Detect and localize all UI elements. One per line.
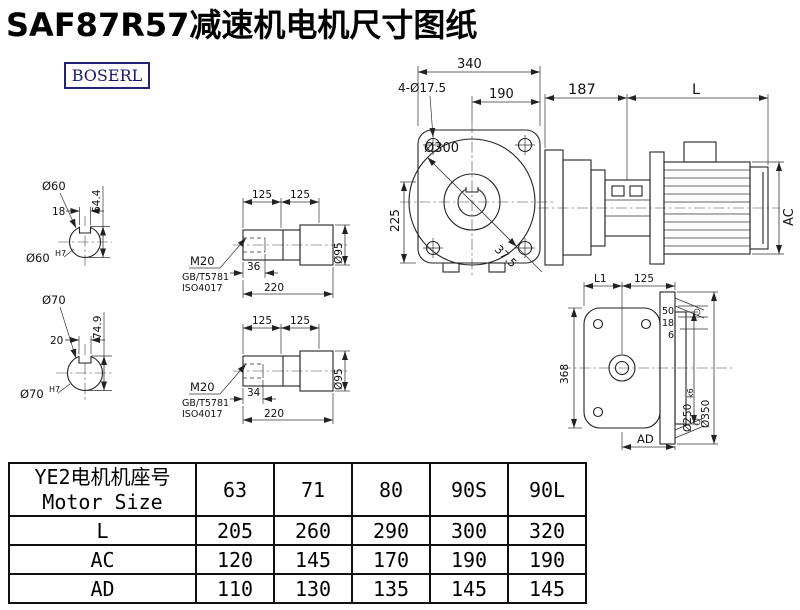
table-row-label-l: L xyxy=(8,515,197,546)
table-cell: 190 xyxy=(507,544,587,575)
dim-125-b: 125 xyxy=(290,315,310,327)
table-cell: 170 xyxy=(351,544,431,575)
table-cell: 205 xyxy=(195,515,275,546)
table-cell: 130 xyxy=(273,573,353,604)
dim-reducer-length: 187 xyxy=(568,82,596,98)
brand-logo-text: BOSERL xyxy=(71,66,143,85)
motor-size-table: YE2电机机座号 Motor Size 63 71 80 90S 90L L 2… xyxy=(8,462,587,604)
table-cell: 145 xyxy=(507,573,587,604)
dim-keyway70-width: 20 xyxy=(50,335,63,347)
table-col-size-90s: 90S xyxy=(429,462,509,517)
table-row-label-ac: AC xyxy=(8,544,197,575)
output-flange-view: L1 125 50 18 6 368 Ø250 k6 Ø350 AD xyxy=(559,273,734,450)
dim-thread-depth: 34 xyxy=(247,387,261,399)
standard-gb-label: GB/T5781 xyxy=(182,398,229,409)
table-row: AD 110 130 135 145 145 xyxy=(8,573,587,604)
dim-spigot-tolerance: k6 xyxy=(686,388,695,398)
thread-label: M20 xyxy=(190,380,215,394)
dim-motor-ac: AC xyxy=(782,208,797,226)
dim-ad: AD xyxy=(637,432,654,446)
table-col-size-90l: 90L xyxy=(507,462,587,517)
dim-pitch: 190 xyxy=(489,87,514,102)
dim-125: 125 xyxy=(634,273,654,285)
dim-shaft-length: 220 xyxy=(264,282,284,294)
dim-shaft60-fit: Ø60 xyxy=(26,251,50,265)
table-cell: 110 xyxy=(195,573,275,604)
technical-drawing: 18 Ø60 64.4 Ø60 H7 20 Ø70 74.9 Ø70 H7 xyxy=(20,57,797,450)
motor-side-view: 187 L AC xyxy=(538,82,797,266)
dim-motor-length: L xyxy=(692,82,700,98)
dim-shaft60-fit-tolerance: H7 xyxy=(55,249,66,258)
table-col-size-63: 63 xyxy=(195,462,275,517)
standard-gb-label: GB/T5781 xyxy=(182,272,229,283)
table-col-size-71: 71 xyxy=(273,462,353,517)
dim-circle-dia: Ø300 xyxy=(424,141,459,156)
page-title: SAF87R57减速机电机尺寸图纸 xyxy=(6,6,478,44)
table-cell: 290 xyxy=(351,515,431,546)
dim-spigot-dia: Ø250 xyxy=(682,404,694,432)
table-cell: 320 xyxy=(507,515,587,546)
dim-shaft70-fit: Ø70 xyxy=(20,387,44,401)
dim-50: 50 xyxy=(662,306,674,317)
table-cell: 145 xyxy=(273,544,353,575)
output-shaft-view-top: 125 125 M20 GB/T5781 ISO4017 36 220 Ø95 xyxy=(182,189,350,298)
table-cell: 300 xyxy=(429,515,509,546)
table-cell: 135 xyxy=(351,573,431,604)
dim-125-b: 125 xyxy=(290,189,310,201)
table-col-size-80: 80 xyxy=(351,462,431,517)
table-row: L 205 260 290 300 320 xyxy=(8,515,587,546)
dim-125-a: 125 xyxy=(252,189,272,201)
thread-label: M20 xyxy=(190,254,215,268)
dim-368: 368 xyxy=(559,364,571,384)
dim-flange-dia: Ø350 xyxy=(700,400,712,428)
dim-l1: L1 xyxy=(594,273,607,285)
brand-logo: BOSERL xyxy=(64,62,150,89)
dim-125-a: 125 xyxy=(252,315,272,327)
dim-flange-width: 340 xyxy=(457,57,482,72)
table-header-cn: YE2电机机座号 xyxy=(34,464,171,489)
dim-shaft60-height: 64.4 xyxy=(91,189,103,213)
dim-bolt-holes: 4-Ø17.5 xyxy=(398,81,446,95)
dim-shaft-length: 220 xyxy=(264,408,284,420)
table-cell: 145 xyxy=(429,573,509,604)
table-cell: 190 xyxy=(429,544,509,575)
shaft-section-70-view: 20 Ø70 74.9 Ø70 H7 xyxy=(20,293,114,402)
gearbox-front-view: Ø300 37.5 340 190 4-Ø17.5 225 xyxy=(388,57,556,276)
dim-shaft70-dia: Ø70 xyxy=(42,293,66,307)
dim-shaft70-fit-tolerance: H7 xyxy=(49,385,60,394)
dim-18: 18 xyxy=(662,318,674,329)
dim-keyway60-width: 18 xyxy=(52,206,65,218)
table-row-label-ad: AD xyxy=(8,573,197,604)
standard-iso-label: ISO4017 xyxy=(182,283,223,294)
table-row: AC 120 145 170 190 190 xyxy=(8,544,587,575)
dim-center-height: 225 xyxy=(388,209,402,232)
dim-shaft60-dia: Ø60 xyxy=(42,179,66,193)
table-cell: 120 xyxy=(195,544,275,575)
table-cell: 260 xyxy=(273,515,353,546)
dim-hub-dia: Ø95 xyxy=(333,368,345,390)
dim-shaft70-height: 74.9 xyxy=(92,316,104,339)
table-header-motor-size: YE2电机机座号 Motor Size xyxy=(8,462,197,517)
dim-thread-depth: 36 xyxy=(247,261,261,273)
dim-hub-dia: Ø95 xyxy=(333,242,345,264)
output-shaft-view-bottom: 125 125 M20 GB/T5781 ISO4017 34 220 Ø95 xyxy=(182,315,350,424)
standard-iso-label: ISO4017 xyxy=(182,409,223,420)
table-header-en: Motor Size xyxy=(42,489,163,514)
dim-6: 6 xyxy=(668,330,674,341)
dim-angle: 37.5 xyxy=(492,242,520,270)
shaft-section-60-view: 18 Ø60 64.4 Ø60 H7 xyxy=(26,179,112,268)
